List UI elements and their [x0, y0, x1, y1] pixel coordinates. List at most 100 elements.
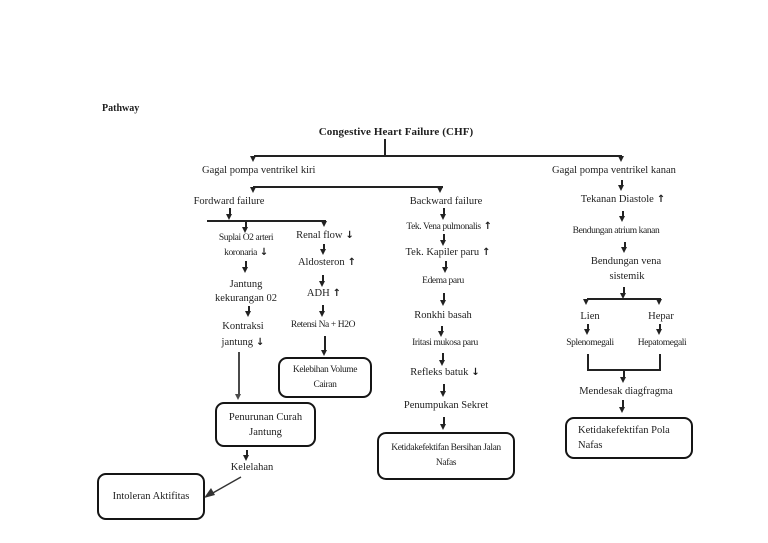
- connector-merge-line: [587, 369, 661, 371]
- arrow-forward-stem: [226, 208, 232, 220]
- up-arrow-glyph: ↑: [347, 257, 357, 268]
- node-penumpukan-sekret: Penumpukan Sekret: [403, 400, 489, 411]
- arrow-penurunan-to-kelelahan: [243, 450, 249, 461]
- arrowhead-to-lien: [583, 299, 589, 305]
- arrow-ronkhi-to-iritasi: [438, 326, 444, 337]
- connector-title-stem: [384, 139, 386, 155]
- arrow-lien-to-splenomegali: [584, 324, 590, 335]
- node-renal-flow: Renal flow↓: [296, 230, 354, 242]
- box-intoleran-aktifitas: Intoleran Aktifitas: [97, 473, 205, 520]
- box-intoleran-label: Intoleran Aktifitas: [112, 491, 190, 502]
- arrow-edema-to-ronkhi: [440, 293, 446, 306]
- arrow-tekkapiler-to-edema: [442, 261, 448, 273]
- node-edema-paru: Edema paru: [422, 276, 464, 286]
- node-hepar: Hepar: [648, 311, 674, 322]
- node-bendungan-vena-line2: sistemik: [609, 271, 645, 282]
- node-refleks-batuk: Refleks batuk↓: [410, 367, 479, 379]
- box-penurunan-curah-jantung: Penurunan Curah Jantung: [215, 402, 316, 447]
- arrow-aldosteron-to-adh: [319, 275, 325, 287]
- arrow-adh-to-retensi: [319, 305, 325, 317]
- arrow-renal-to-aldosteron: [320, 244, 326, 255]
- node-adh: ADH↑: [307, 288, 341, 300]
- arrow-merge-to-mendesak: [620, 370, 626, 383]
- node-tek-kapiler: Tek. Kapiler paru↑: [406, 247, 491, 259]
- arrow-kelelahan-to-intoleran: [204, 476, 242, 498]
- arrow-tekvena-to-tekkapiler: [440, 234, 446, 246]
- arrow-iritasi-to-refleks: [439, 353, 445, 366]
- arrowhead-to-hepar: [656, 299, 662, 305]
- node-aldosteron-label: Aldosteron: [297, 257, 345, 268]
- node-kontraksi-line2: jantung↓: [222, 337, 265, 349]
- node-adh-label: ADH: [306, 288, 330, 299]
- connector-splenomegali-down: [587, 354, 589, 370]
- node-forward-failure: Fordward failure: [193, 196, 265, 207]
- arrowhead-to-left-branch: [250, 156, 256, 162]
- node-ronkhi-basah: Ronkhi basah: [414, 310, 472, 321]
- arrow-kontraksi-to-penurunan: [235, 352, 241, 400]
- node-retensi: Retensi Na + H2O: [290, 320, 356, 330]
- node-gagal-pompa-kanan: Gagal pompa ventrikel kanan: [552, 165, 676, 176]
- arrow-tekanan-to-atrium: [619, 211, 625, 222]
- connector-lien-hepar-split: [587, 298, 661, 300]
- arrow-suplai-to-jantung: [242, 261, 248, 273]
- box-pola-nafas: Ketidakefektifan Pola Nafas: [565, 417, 693, 459]
- arrowhead-to-backward: [437, 187, 443, 193]
- arrow-penumpukan-to-box: [440, 417, 446, 430]
- connector-forward-split: [207, 220, 326, 222]
- node-tekanan-diastole: Tekanan Diastole↑: [581, 194, 665, 206]
- box-kelebihan-line1: Kelebihan Volume: [292, 364, 358, 375]
- arrow-jantung-to-kontraksi: [245, 306, 251, 317]
- connector-hepatomegali-down: [659, 354, 661, 370]
- node-splenomegali: Splenomegali: [566, 338, 614, 348]
- node-kontraksi-label: jantung: [221, 337, 254, 348]
- box-bersihan-jalan-nafas: Ketidakefektifan Bersihan Jalan Nafas: [377, 432, 515, 480]
- arrow-hepar-to-hepatomegali: [656, 324, 662, 335]
- node-iritasi-mukosa: Iritasi mukosa paru: [412, 338, 478, 348]
- connector-kiri-split: [253, 186, 443, 188]
- arrow-refleks-to-penumpukan: [440, 384, 446, 397]
- up-arrow-glyph: ↑: [483, 221, 492, 232]
- box-penurunan-line1: Penurunan Curah: [228, 411, 303, 423]
- arrowhead-to-forward: [250, 187, 256, 193]
- arrow-mendesak-to-box: [619, 400, 625, 413]
- node-hepatomegali: Hepatomegali: [637, 338, 687, 348]
- box-pola-line1: Ketidakefektifan Pola: [578, 425, 670, 436]
- arrow-vena-to-split: [620, 287, 626, 299]
- arrow-kanan-to-tekanan: [618, 180, 624, 191]
- down-arrow-glyph: ↓: [345, 230, 354, 241]
- node-kelelahan: Kelelahan: [230, 462, 274, 473]
- up-arrow-glyph: ↑: [482, 247, 491, 258]
- arrowhead-to-renal: [321, 221, 327, 227]
- node-lien: Lien: [580, 311, 600, 322]
- up-arrow-glyph: ↑: [332, 288, 342, 299]
- node-mendesak-diagfragma: Mendesak diagfragma: [579, 386, 673, 397]
- arrow-retensi-to-kelebihan: [321, 336, 327, 356]
- down-arrow-glyph: ↓: [256, 337, 265, 348]
- node-bendungan-vena-line1: Bendungan vena: [590, 256, 662, 267]
- node-backward-failure: Backward failure: [409, 196, 483, 207]
- node-suplai-line2: koronaria↓: [224, 247, 268, 258]
- down-arrow-glyph: ↓: [259, 247, 268, 258]
- node-suplai-label: koronaria: [224, 248, 257, 258]
- node-tek-vena-label: Tek. Vena pulmonalis: [406, 222, 481, 232]
- page-label: Pathway: [102, 103, 140, 114]
- node-jantung-line2: kekurangan 02: [214, 293, 278, 304]
- node-renal-flow-label: Renal flow: [296, 230, 343, 241]
- node-kontraksi-line1: Kontraksi: [222, 321, 264, 332]
- arrow-to-suplai: [242, 222, 248, 233]
- box-bersihan-line1: Ketidakefektifan Bersihan Jalan: [391, 443, 501, 453]
- node-bendungan-atrium: Bendungan atrium kanan: [572, 226, 660, 236]
- connector-title-split: [254, 155, 622, 157]
- diagram-title: Congestive Heart Failure (CHF): [318, 126, 474, 138]
- node-gagal-pompa-kiri: Gagal pompa ventrikel kiri: [202, 165, 316, 176]
- arrow-backward-to-tekvena: [440, 208, 446, 220]
- node-suplai-line1: Suplai O2 arteri: [218, 233, 274, 243]
- node-tek-kapiler-label: Tek. Kapiler paru: [405, 247, 480, 258]
- node-jantung-line1: Jantung: [229, 279, 263, 290]
- node-refleks-batuk-label: Refleks batuk: [410, 367, 469, 378]
- up-arrow-glyph: ↑: [656, 194, 666, 205]
- node-tek-vena: Tek. Vena pulmonalis↑: [406, 221, 492, 232]
- box-penurunan-line2: Jantung: [249, 426, 282, 438]
- box-bersihan-line2: Nafas: [435, 458, 457, 468]
